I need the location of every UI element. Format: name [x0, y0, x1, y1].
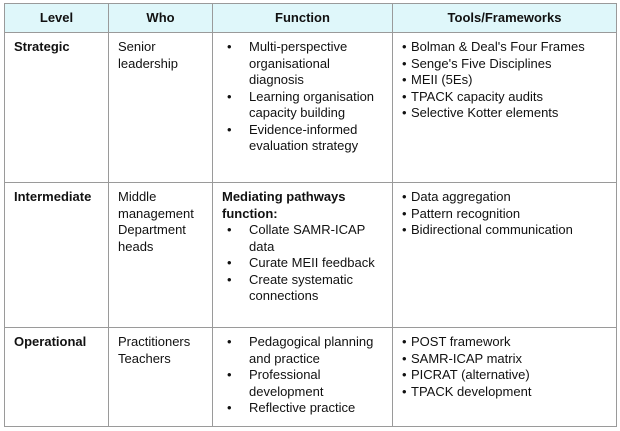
header-tools: Tools/Frameworks [392, 3, 617, 33]
tool-item: •Data aggregation [402, 189, 511, 204]
bullet-icon: • [402, 72, 407, 87]
function-cell: Pedagogical planning and practice Profes… [212, 327, 393, 427]
function-item: Reflective practice [222, 400, 385, 417]
who-line: management [118, 205, 194, 221]
tool-item: •TPACK capacity audits [402, 88, 543, 104]
bullet-icon: • [402, 55, 407, 71]
bullet-icon: • [402, 189, 407, 204]
tools-cell: •Data aggregation •Pattern recognition •… [392, 182, 617, 328]
function-list: Multi-perspective organisational diagnos… [222, 39, 385, 155]
bullet-icon: • [402, 105, 407, 120]
who-line: heads [118, 238, 154, 254]
tools-list: •POST framework •SAMR-ICAP matrix •PICRA… [402, 334, 609, 400]
tools-cell: •POST framework •SAMR-ICAP matrix •PICRA… [392, 327, 617, 427]
tool-item: •Selective Kotter elements [402, 105, 559, 120]
bullet-icon: • [402, 39, 407, 54]
function-item: Multi-perspective organisational diagnos… [222, 39, 385, 89]
function-list: Collate SAMR-ICAP data Curate MEII feedb… [222, 222, 385, 305]
function-list: Pedagogical planning and practice Profes… [222, 334, 385, 417]
who-cell: Senior leadership [108, 32, 213, 183]
table-row-strategic: Strategic Senior leadership Multi-perspe… [4, 32, 617, 183]
header-level: Level [4, 3, 109, 33]
function-cell: Mediating pathways function: Collate SAM… [212, 182, 393, 328]
tool-item: •Pattern recognition [402, 205, 521, 221]
tool-item: •POST framework [402, 334, 511, 349]
function-cell: Multi-perspective organisational diagnos… [212, 32, 393, 183]
table-row-operational: Operational Practitioners Teachers Pedag… [4, 327, 617, 427]
tool-item: •Senge's Five Disciplines [402, 55, 552, 71]
tools-list: •Bolman & Deal's Four Frames •Senge's Fi… [402, 39, 609, 122]
function-item: Curate MEII feedback [222, 255, 385, 272]
who-line: Department [118, 222, 186, 237]
who-line: Teachers [118, 350, 171, 366]
function-heading: Mediating pathways function: [222, 189, 346, 221]
tool-item: •PICRAT (alternative) [402, 367, 530, 382]
who-line: Practitioners [118, 334, 191, 349]
tools-list: •Data aggregation •Pattern recognition •… [402, 189, 609, 239]
bullet-icon: • [402, 205, 407, 221]
who-cell: Middle management Department heads [108, 182, 213, 328]
bullet-icon: • [402, 334, 407, 349]
bullet-icon: • [402, 350, 407, 366]
function-item: Create systematic connections [222, 272, 385, 305]
who-line: Senior [118, 39, 156, 54]
level-cell: Strategic [4, 32, 109, 183]
bullet-icon: • [402, 88, 407, 104]
tool-item: •TPACK development [402, 383, 532, 399]
level-cell: Operational [4, 327, 109, 427]
tool-item: •MEII (5Es) [402, 72, 473, 87]
function-item: Pedagogical planning and practice [222, 334, 385, 367]
header-who: Who [108, 3, 213, 33]
who-line: Middle [118, 189, 157, 204]
header-row: Level Who Function Tools/Frameworks [4, 3, 617, 33]
tool-item: •Bolman & Deal's Four Frames [402, 39, 585, 54]
bullet-icon: • [402, 222, 407, 237]
table-row-intermediate: Intermediate Middle management Departmen… [4, 182, 617, 328]
tool-item: •Bidirectional communication [402, 222, 573, 237]
bullet-icon: • [402, 383, 407, 399]
level-cell: Intermediate [4, 182, 109, 328]
function-item: Collate SAMR-ICAP data [222, 222, 385, 255]
function-item: Learning organisation capacity building [222, 89, 385, 122]
framework-table: Level Who Function Tools/Frameworks Stra… [4, 3, 617, 427]
function-item: Professional development [222, 367, 385, 400]
bullet-icon: • [402, 367, 407, 382]
header-function: Function [212, 3, 393, 33]
tools-cell: •Bolman & Deal's Four Frames •Senge's Fi… [392, 32, 617, 183]
tool-item: •SAMR-ICAP matrix [402, 350, 522, 366]
who-line: leadership [118, 55, 178, 71]
function-item: Evidence-informed evaluation strategy [222, 122, 385, 155]
who-cell: Practitioners Teachers [108, 327, 213, 427]
